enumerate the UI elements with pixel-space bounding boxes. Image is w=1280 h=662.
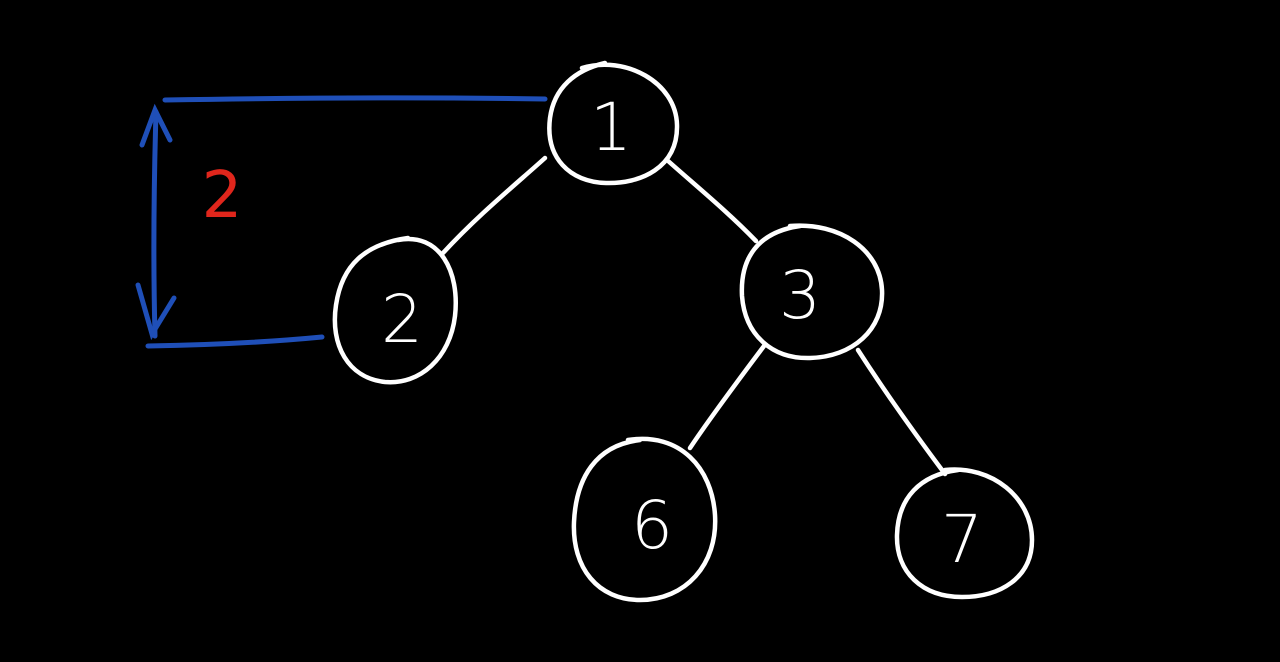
arrow-down-icon	[135, 282, 177, 341]
node-circle	[894, 467, 1035, 600]
node-circle	[739, 223, 885, 361]
arrow-up-icon	[139, 103, 173, 148]
tree-node-6: 6	[571, 436, 718, 603]
edge-3-7	[855, 347, 948, 477]
node-label: 3	[779, 257, 821, 334]
edge-3-6	[687, 343, 767, 451]
tree-node-2: 2	[332, 235, 458, 385]
node-label: 7	[941, 501, 983, 578]
node-label: 6	[631, 487, 673, 564]
node-label: 1	[590, 89, 632, 166]
tree-node-1: 1	[547, 60, 680, 186]
edge-1-2	[440, 155, 548, 256]
tree-nodes: 1 2 3 6 7	[332, 60, 1035, 603]
depth-measurement	[135, 95, 548, 349]
measure-vertical-line	[151, 109, 159, 339]
tree-node-7: 7	[894, 467, 1035, 600]
edge-1-3	[664, 157, 759, 244]
tree-edges	[440, 155, 948, 477]
depth-label: 2	[202, 159, 243, 233]
measure-top-line	[162, 95, 548, 103]
tree-node-3: 3	[739, 223, 885, 361]
node-circle	[547, 60, 680, 186]
node-circle	[571, 436, 718, 603]
node-label: 2	[381, 281, 423, 358]
node-circle	[332, 235, 458, 385]
measure-bottom-line	[145, 334, 325, 349]
